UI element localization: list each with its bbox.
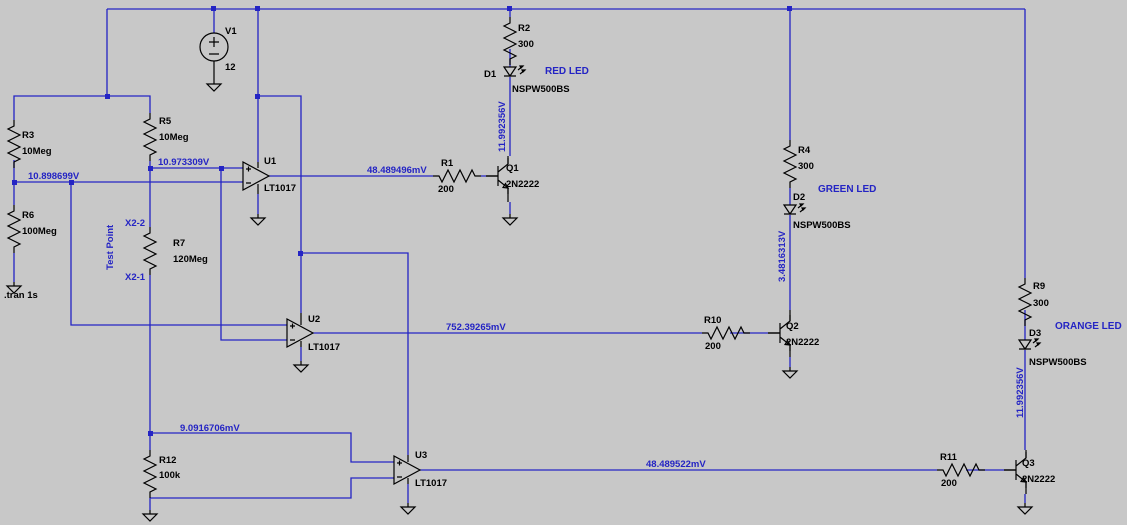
d2-led-icon	[783, 203, 806, 215]
v1-ref: V1	[225, 26, 237, 37]
u3-ref: U3	[415, 450, 427, 461]
r9-value: 300	[1033, 298, 1049, 309]
r1-ref: R1	[441, 158, 454, 169]
green-led-label: GREEN LED	[818, 184, 876, 195]
tran-directive: .tran 1s	[4, 290, 38, 301]
r12-resistor	[143, 449, 157, 499]
r1-resistor	[432, 169, 482, 183]
u2-ref: U2	[308, 314, 320, 325]
r7-value: 120Meg	[173, 254, 208, 265]
ground-icon	[1017, 502, 1033, 515]
q2-ref: Q2	[786, 321, 799, 332]
r7-ref: R7	[173, 238, 185, 249]
x2-2-label: X2-2	[125, 218, 145, 229]
voltage-divider2: 10.973309V	[158, 157, 210, 168]
r4-ref: R4	[798, 145, 811, 156]
q1-value: 2N2222	[506, 179, 539, 190]
d1-led-icon	[503, 65, 526, 77]
ground-icon	[142, 509, 158, 522]
r2-value: 300	[518, 39, 534, 50]
d2-ref: D2	[793, 192, 805, 203]
r4-value: 300	[798, 161, 814, 172]
r6-value: 100Meg	[22, 226, 57, 237]
voltage-q1-base: 48.489496mV	[367, 165, 427, 176]
r12-value: 100k	[159, 470, 181, 481]
r6-ref: R6	[22, 210, 34, 221]
r5-resistor	[143, 112, 157, 162]
ground-icon	[250, 213, 266, 226]
voltage-q2-base: 752.39265mV	[446, 322, 506, 333]
r11-value: 200	[941, 478, 957, 489]
d2-value: NSPW500BS	[793, 220, 851, 231]
r10-ref: R10	[704, 315, 721, 326]
x2-1-label: X2-1	[125, 272, 146, 283]
r6-resistor	[7, 204, 21, 254]
r11-ref: R11	[940, 452, 958, 463]
voltage-d1: 11.992356V	[497, 101, 508, 152]
test-point-label: Test Point	[105, 224, 116, 270]
voltage-q3-base: 48.489522mV	[646, 459, 706, 470]
u1-value: LT1017	[264, 183, 296, 194]
r10-value: 200	[705, 341, 721, 352]
r1-value: 200	[438, 184, 454, 195]
orange-led-label: ORANGE LED	[1055, 321, 1122, 332]
u2-value: LT1017	[308, 342, 340, 353]
d3-led-icon	[1018, 338, 1041, 350]
r3-value: 10Meg	[22, 146, 52, 157]
r5-ref: R5	[159, 116, 172, 127]
r5-value: 10Meg	[159, 132, 189, 143]
d3-value: NSPW500BS	[1029, 357, 1087, 368]
junctions	[12, 6, 792, 436]
d3-ref: D3	[1029, 328, 1041, 339]
r9-ref: R9	[1033, 281, 1045, 292]
voltage-divider1: 10.898699V	[28, 171, 80, 182]
r4-resistor	[783, 139, 797, 189]
red-led-label: RED LED	[545, 66, 589, 77]
u1-ref: U1	[264, 156, 277, 167]
q3-value: 2N2222	[1022, 474, 1055, 485]
r7-resistor	[143, 226, 157, 276]
v1-value: 12	[225, 62, 236, 73]
q2-value: 2N2222	[786, 337, 819, 348]
voltage-d3: 11.992356V	[1015, 367, 1026, 418]
v1-source	[199, 32, 229, 92]
ground-icon	[293, 360, 309, 373]
d1-value: NSPW500BS	[512, 84, 570, 95]
u3-value: LT1017	[415, 478, 447, 489]
ground-icon	[502, 213, 518, 226]
r3-ref: R3	[22, 130, 34, 141]
ground-icon	[400, 502, 416, 515]
q1-ref: Q1	[506, 163, 519, 174]
voltage-d2: 3.4816313V	[777, 230, 788, 282]
r12-ref: R12	[159, 455, 176, 466]
ground-icon	[782, 366, 798, 379]
r2-ref: R2	[518, 23, 530, 34]
d1-ref: D1	[484, 69, 497, 80]
voltage-r12: 9.0916706mV	[180, 423, 240, 434]
q3-ref: Q3	[1022, 458, 1035, 469]
